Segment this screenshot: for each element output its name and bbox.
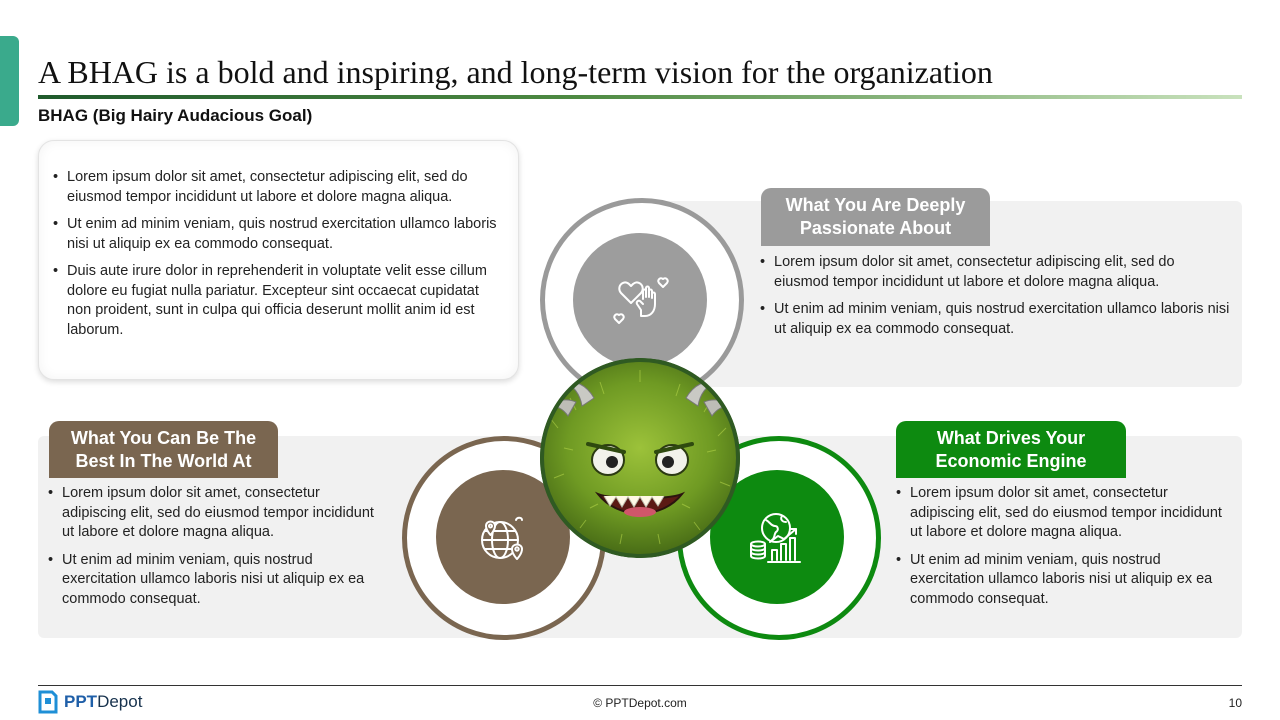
intro-card: Lorem ipsum dolor sit amet, consectetur … <box>38 140 519 380</box>
intro-bullet: Duis aute irure dolor in reprehenderit i… <box>53 262 504 340</box>
heart-hand-icon <box>613 277 669 324</box>
intro-bullet: Ut enim ad minim veniam, quis nostrud ex… <box>53 215 504 254</box>
page-number: 10 <box>1228 696 1242 710</box>
copyright-text: © PPTDepot.com <box>593 696 687 710</box>
economic-bullet: Ut enim ad minim veniam, quis nostrud ex… <box>896 551 1232 610</box>
globe-growth-chart-icon <box>750 513 801 563</box>
passion-bullet: Lorem ipsum dolor sit amet, consectetur … <box>760 253 1230 292</box>
pptdepot-logo: PPTDepot <box>38 689 142 715</box>
logo-text-ppt: PPT <box>64 692 98 711</box>
intro-bullet-list: Lorem ipsum dolor sit amet, consectetur … <box>53 168 504 340</box>
passion-text: Lorem ipsum dolor sit amet, consectetur … <box>760 253 1230 347</box>
best-bullet: Ut enim ad minim veniam, quis nostrud ex… <box>48 551 383 610</box>
logo-text-depot: Depot <box>97 692 143 711</box>
passion-bullet-list: Lorem ipsum dolor sit amet, consectetur … <box>760 253 1230 339</box>
economic-bullet: Lorem ipsum dolor sit amet, consectetur … <box>896 484 1232 543</box>
passion-label: What You Are Deeply Passionate About <box>761 188 990 246</box>
economic-bullet-list: Lorem ipsum dolor sit amet, consectetur … <box>896 484 1232 609</box>
slide-subtitle: BHAG (Big Hairy Audacious Goal) <box>38 106 313 125</box>
economic-text: Lorem ipsum dolor sit amet, consectetur … <box>896 484 1232 617</box>
hairy-monster-image <box>540 358 740 558</box>
best-label: What You Can Be The Best In The World At <box>49 421 278 478</box>
intro-bullet: Lorem ipsum dolor sit amet, consectetur … <box>53 168 504 207</box>
footer-divider <box>38 685 1242 686</box>
slide-title: A BHAG is a bold and inspiring, and long… <box>38 54 993 90</box>
accent-tab <box>0 36 19 126</box>
passion-bullet: Ut enim ad minim veniam, quis nostrud ex… <box>760 300 1230 339</box>
pptdepot-logo-text: PPTDepot <box>64 692 142 712</box>
title-underline <box>38 95 1242 99</box>
pptdepot-logo-icon <box>38 690 58 714</box>
best-text: Lorem ipsum dolor sit amet, consectetur … <box>48 484 383 617</box>
best-bullet: Lorem ipsum dolor sit amet, consectetur … <box>48 484 383 543</box>
economic-label: What Drives Your Economic Engine <box>896 421 1126 478</box>
best-bullet-list: Lorem ipsum dolor sit amet, consectetur … <box>48 484 383 609</box>
passion-disc <box>573 233 707 367</box>
globe-location-icon <box>481 516 523 560</box>
